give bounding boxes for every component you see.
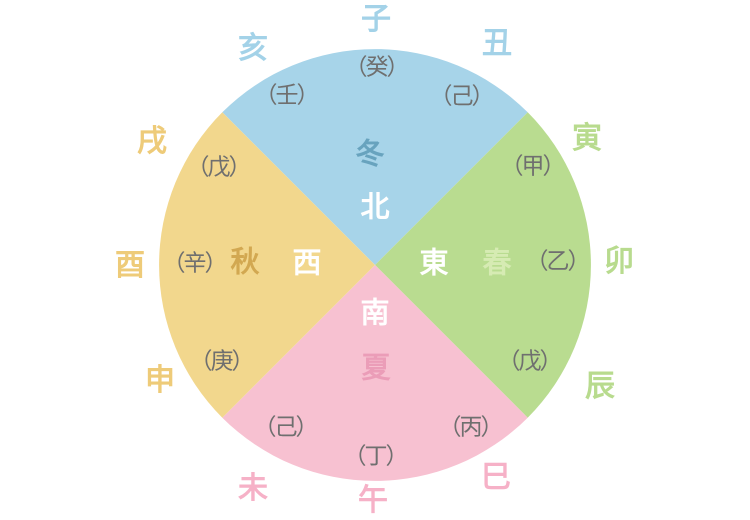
branch-label-inu: 戌	[137, 124, 167, 159]
branch-label-u: 卯	[604, 244, 634, 279]
branch-label-tatsu: 辰	[585, 369, 615, 404]
branch-label-hitsuji: 未	[238, 471, 268, 506]
stem-label-tsuchinoto-sw: （己）	[253, 414, 319, 441]
direction-south-label: 南	[360, 295, 390, 330]
stem-label-hinoe: （丙）	[438, 414, 504, 441]
direction-north-label: 北	[360, 189, 390, 224]
stem-label-kanoto: （辛）	[162, 250, 228, 277]
branch-label-tora: 寅	[572, 121, 602, 156]
stem-label-mizunoto: （癸）	[344, 54, 410, 81]
branch-label-tori: 酉	[115, 248, 145, 283]
stem-label-kanoe: （庚）	[189, 348, 255, 375]
direction-east-label: 東	[419, 245, 449, 280]
season-spring-label: 春	[482, 245, 512, 280]
stem-label-tsuchinoto-ne: （己）	[429, 83, 495, 110]
stem-label-kinoto: （乙）	[525, 248, 591, 275]
season-winter-label: 冬	[355, 136, 385, 171]
branch-label-uma: 午	[358, 483, 388, 518]
branch-label-ushi: 丑	[482, 26, 512, 61]
branch-label-saru: 申	[145, 363, 175, 398]
season-summer-label: 夏	[361, 350, 391, 385]
sector-summer-south	[222, 265, 528, 481]
stem-label-mizunoe: （壬）	[254, 82, 320, 109]
branch-label-i: 亥	[238, 31, 268, 66]
branch-label-mi: 巳	[481, 460, 511, 495]
sector-winter-north	[222, 49, 528, 265]
stem-label-hinoto: （丁）	[343, 443, 409, 470]
stem-label-kinoe: （甲）	[500, 153, 566, 180]
season-autumn-label: 秋	[230, 244, 260, 279]
stem-label-tsuchinoe-se: （戊）	[497, 348, 563, 375]
sector-spring-east	[375, 112, 591, 418]
direction-west-label: 西	[292, 245, 322, 280]
sector-autumn-west	[159, 112, 375, 418]
branch-label-zi: 子	[361, 2, 391, 37]
stem-label-tsuchinoe-nw: （戊）	[186, 154, 252, 181]
